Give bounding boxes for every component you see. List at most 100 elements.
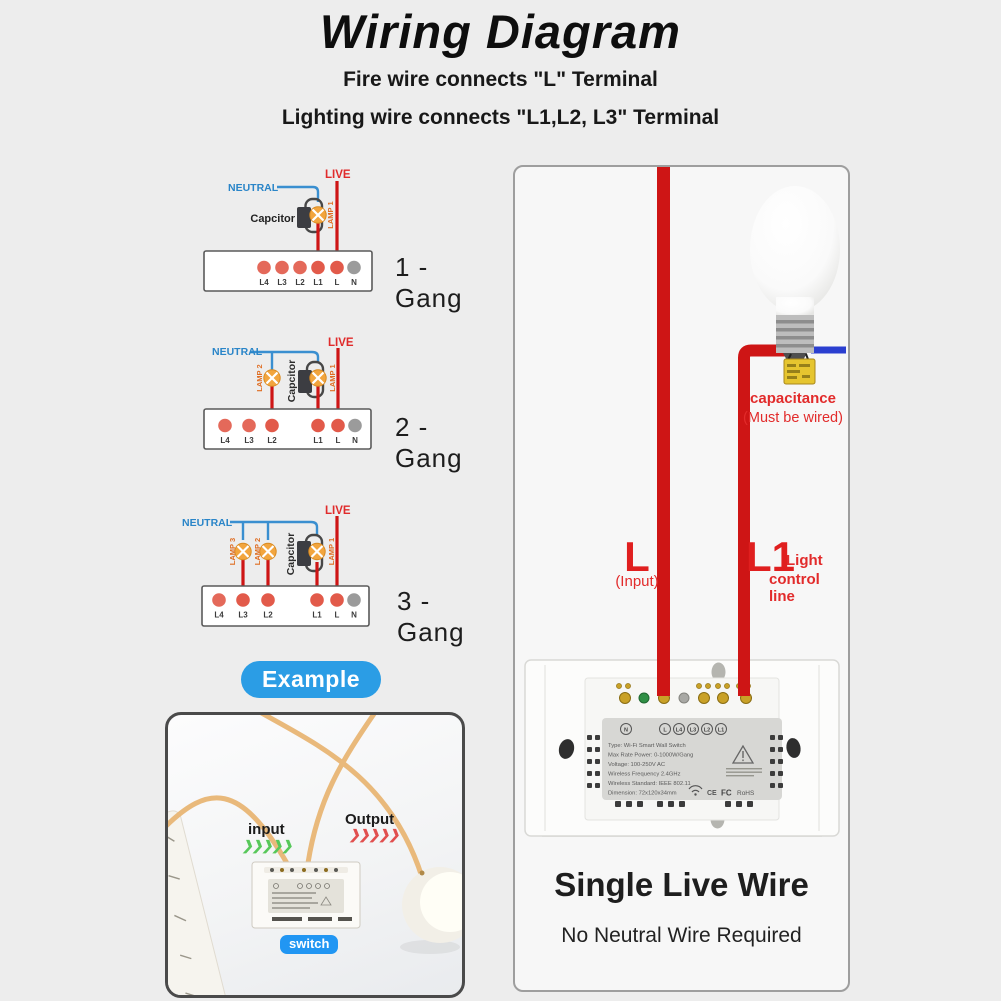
terminal-block (203, 250, 373, 292)
gang-3-diagram: NEUTRAL LIVE Capcitor LAMP 3 LAMP 2 LAMP… (178, 500, 488, 647)
capacitance-component (783, 353, 816, 385)
capacitor-icon (297, 207, 311, 228)
terminal-label: N (352, 436, 358, 445)
spec-line: Wireless Frequency 2.4GHz (608, 772, 681, 778)
capacitance-label: capacitance (750, 390, 836, 407)
single-live-wire-panel: N L L4 L3 L2 L1 Type: Wi-Fi Smart Wall S… (513, 165, 850, 992)
power-strip (168, 810, 236, 995)
gang-1-label: 1 - Gang (395, 252, 463, 313)
subtitle-fire-wire: Fire wire connects "L" Terminal (343, 68, 658, 91)
gang-3-label: 3 - Gang (397, 586, 465, 647)
capacitor-label: Capcitor (285, 533, 297, 576)
lamp2-label: LAMP 2 (253, 538, 262, 565)
device-terminal-label: L3 (690, 728, 696, 734)
spec-line: Voltage: 100-250V AC (608, 762, 665, 768)
device-terminal-label: L (663, 728, 667, 734)
main-wiring-graphic: N L L4 L3 L2 L1 Type: Wi-Fi Smart Wall S… (524, 167, 846, 837)
rohs-mark: RoHS (737, 790, 755, 797)
fcc-mark: FC (721, 789, 732, 798)
input-wire (168, 795, 291, 868)
lamp3-label: LAMP 3 (228, 538, 237, 565)
live-label: LIVE (325, 505, 351, 517)
terminal-label: N (351, 611, 357, 620)
terminal-label: L1 (313, 278, 323, 287)
live-label: LIVE (328, 337, 354, 349)
lamp1-label: LAMP 1 (327, 538, 336, 565)
spec-line: Dimension: 72x120x34mm (608, 791, 677, 797)
example-photo: input ❯❯❯❯❯ Output ❯❯❯❯❯ switch (165, 712, 465, 998)
terminal-screw-green (638, 692, 650, 704)
terminal-label: L4 (220, 436, 230, 445)
terminal-label: L4 (214, 611, 224, 620)
l-input-label: L (624, 533, 650, 580)
live-label: LIVE (325, 169, 351, 181)
example-switch-device (251, 861, 361, 929)
terminal-label: L3 (244, 436, 254, 445)
terminal-screw (717, 692, 729, 704)
page-title: Wiring Diagram (320, 5, 681, 58)
neutral-label: NEUTRAL (212, 346, 263, 358)
lamp-wire (260, 715, 425, 880)
spec-line: Wireless Standard: IEEE 802.11 (608, 781, 691, 787)
terminal-screw-gray (678, 692, 690, 704)
terminal-label: L1 (313, 436, 323, 445)
l1-wire (738, 344, 787, 696)
terminal-label: L2 (295, 278, 305, 287)
terminal-screw (698, 692, 710, 704)
capacitor-icon (297, 541, 311, 566)
l-input-sublabel: (Input) (615, 573, 659, 590)
ce-mark: CE (707, 790, 717, 797)
spec-line: Type: Wi-Fi Smart Wall Switch (608, 743, 686, 749)
wifi-icon (688, 785, 703, 793)
neutral-label: NEUTRAL (228, 182, 279, 194)
device-terminal-label: L4 (676, 728, 683, 734)
terminal-screw (619, 692, 631, 704)
smart-switch-device: N L L4 L3 L2 L1 Type: Wi-Fi Smart Wall S… (524, 659, 840, 837)
mounting-hole (711, 662, 726, 682)
subtitle-lighting-wire: Lighting wire connects "L1,L2, L3" Termi… (281, 106, 720, 129)
terminal-label: L1 (312, 611, 322, 620)
l1-label: L1 (746, 533, 796, 580)
neutral-label: NEUTRAL (182, 517, 233, 529)
capacitance-note: (Must be wired) (743, 410, 843, 426)
terminal-label: L (336, 436, 341, 445)
terminal-label: N (351, 278, 357, 287)
terminal-label: L3 (238, 611, 248, 620)
output-wire (305, 715, 377, 866)
single-live-wire-heading: Single Live Wire (554, 866, 809, 903)
terminal-label: L3 (277, 278, 287, 287)
capacitor-label: Capcitor (250, 213, 295, 225)
example-photo-graphic (168, 715, 462, 995)
capacitor-label: Capcitor (286, 360, 298, 403)
gang-2-diagram: NEUTRAL LIVE Capcitor LAMP 2 LAMP 1 L4 L… (180, 330, 490, 473)
terminal-label: L4 (259, 278, 269, 287)
terminal-label: L2 (267, 436, 277, 445)
input-label: input (248, 821, 285, 838)
terminal-block (203, 408, 372, 450)
terminal-label: L (335, 611, 340, 620)
output-chevrons-icon: ❯❯❯❯❯ (349, 827, 399, 842)
gang-2-wiring-graphic: NEUTRAL LIVE Capcitor LAMP 2 LAMP 1 L4 L… (203, 337, 372, 450)
terminal-block (201, 585, 370, 627)
output-label: Output (345, 811, 395, 828)
input-chevrons-icon: ❯❯❯❯❯ (242, 838, 292, 853)
product-label (602, 718, 782, 800)
device-terminal-label: L2 (704, 728, 710, 734)
l1-sublabel-light: Light (786, 552, 823, 569)
gang-1-diagram: NEUTRAL LIVE Capcitor LAMP 1 L4 L3 L2 L1… (180, 168, 490, 313)
device-terminal-label: N (624, 728, 628, 734)
gang-1-wiring-graphic: NEUTRAL LIVE Capcitor LAMP 1 L4 L3 L2 L1… (203, 169, 373, 292)
lamp2-label: LAMP 2 (255, 364, 264, 391)
warning-triangle-icon (731, 744, 755, 764)
spec-line: Max Rate Power: 0-1000W/Gang (608, 753, 693, 759)
lamp1-label: LAMP 1 (326, 201, 335, 228)
no-neutral-subheading: No Neutral Wire Required (561, 924, 802, 947)
screw-slot (558, 739, 575, 759)
capacitor-icon (298, 370, 312, 393)
lamp1-label: LAMP 1 (328, 364, 337, 391)
gang-3-wiring-graphic: NEUTRAL LIVE Capcitor LAMP 3 LAMP 2 LAMP… (182, 505, 370, 627)
device-terminal-label: L1 (718, 728, 724, 734)
l1-sublabel-control-line: control line (769, 571, 820, 605)
light-bulb-icon (750, 186, 840, 364)
